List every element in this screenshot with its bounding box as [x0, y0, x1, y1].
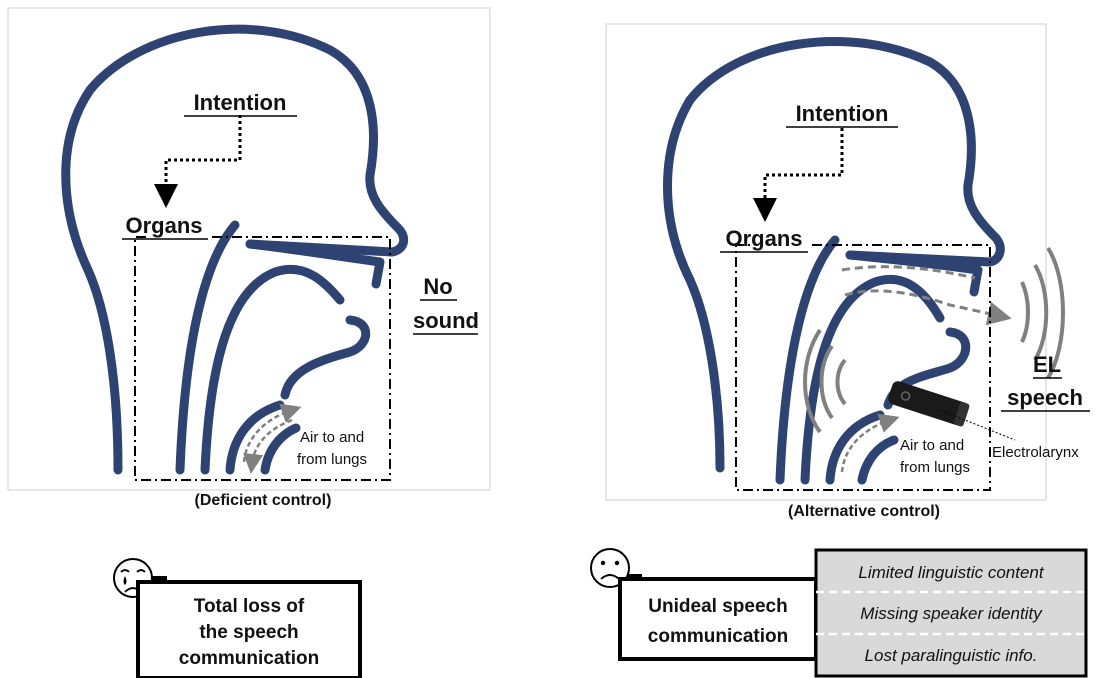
right-outcome-line1: Unideal speech [648, 596, 787, 617]
left-air-line2: from lungs [297, 451, 367, 468]
right-organs-label: Organs [725, 226, 802, 251]
limitation-item: Missing speaker identity [860, 604, 1043, 623]
left-intention-label: Intention [194, 90, 287, 115]
right-outcome-line2: communication [648, 626, 788, 647]
left-air-line1: Air to and [300, 429, 364, 446]
left-panel: Intention Organs No sound Air to and fro… [8, 8, 490, 678]
left-organs-label: Organs [125, 213, 202, 238]
electrolarynx-label: Electrolarynx [992, 444, 1079, 461]
limitation-item: Limited linguistic content [858, 563, 1044, 582]
right-intention-label: Intention [796, 101, 889, 126]
right-caption: (Alternative control) [788, 503, 940, 520]
right-output-line1: EL [1033, 352, 1061, 377]
right-outcome-box: Unideal speech communication Limited lin… [591, 549, 1086, 676]
left-outcome-box: Total loss of the speech communication [114, 559, 360, 678]
left-output-line1: No [423, 274, 452, 299]
left-outcome-line3: communication [179, 648, 319, 669]
left-output-line2: sound [413, 308, 479, 333]
right-air-line2: from lungs [900, 459, 970, 476]
right-panel: Intention Organs EL speech Air to and fr… [591, 24, 1090, 676]
left-outcome-line1: Total loss of [194, 596, 305, 617]
limitation-item: Lost paralinguistic info. [865, 646, 1038, 665]
left-outcome-line2: the speech [199, 622, 298, 643]
right-output-line2: speech [1007, 385, 1083, 410]
right-air-line1: Air to and [900, 437, 964, 454]
left-caption: (Deficient control) [195, 492, 332, 509]
